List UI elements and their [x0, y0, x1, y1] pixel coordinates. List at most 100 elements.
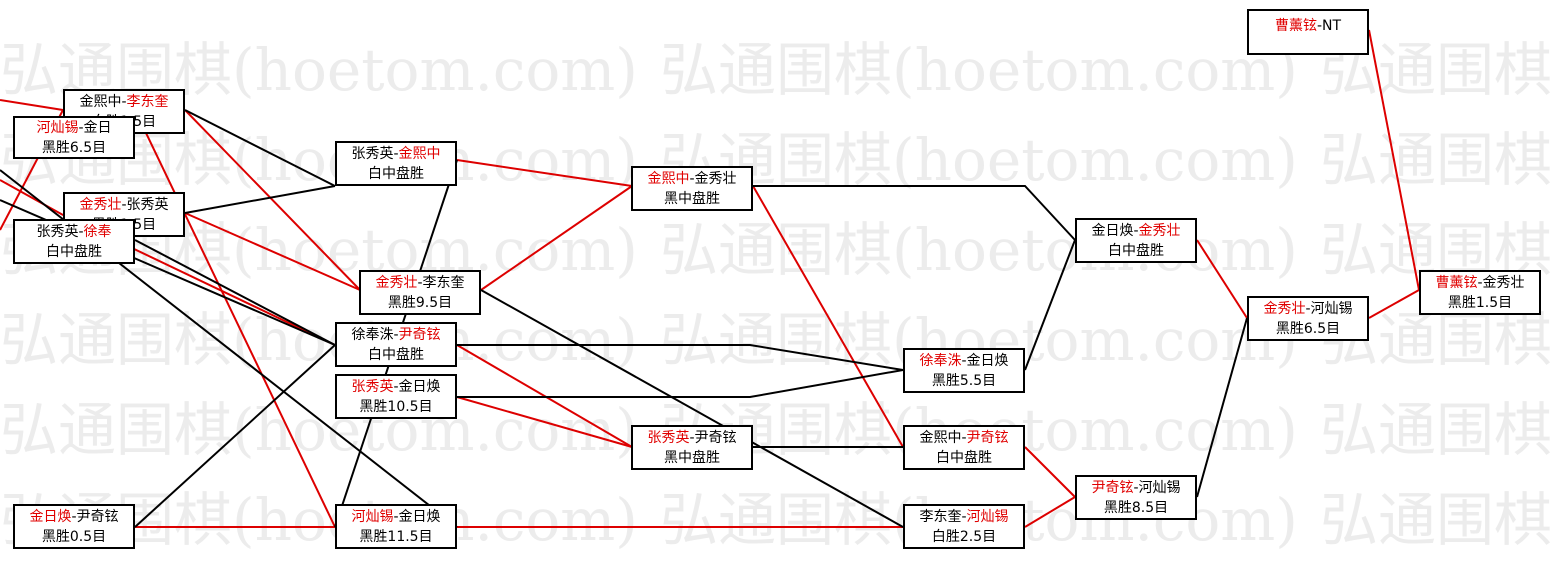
- connector-line: [456, 396, 633, 448]
- player-a: 金秀壮: [79, 196, 122, 213]
- player-separator: -: [961, 508, 967, 525]
- match-result: 黑胜5.5目: [931, 372, 997, 389]
- player-separator: -: [1316, 18, 1323, 34]
- match-result: 白中盘胜: [368, 165, 424, 182]
- match-box: 尹奇铉-河灿锡 黑胜8.5目: [1075, 475, 1197, 520]
- player-a: 金秀壮: [375, 274, 418, 291]
- player-b: 尹奇铉: [76, 508, 119, 525]
- player-b: 金秀壮: [694, 170, 737, 187]
- player-b: 金日焕: [398, 378, 441, 395]
- match-box: 河灿锡-金日 黑胜6.5目: [13, 116, 135, 159]
- player-a: 金熙中: [647, 170, 690, 187]
- connector-line: [1024, 496, 1076, 528]
- connector-line: [1024, 446, 1076, 498]
- connector-line: [1368, 29, 1420, 291]
- match-players: 金熙中-尹奇铉: [919, 428, 1008, 448]
- player-b: NT: [1322, 18, 1342, 34]
- player-a: 金日焕: [1091, 222, 1134, 239]
- match-players: 曹薰铉-金秀壮: [1435, 273, 1524, 293]
- player-separator: -: [78, 119, 84, 136]
- match-result: 黑胜1.5目: [1447, 294, 1513, 311]
- match-players: 徐奉洙-尹奇铉: [351, 325, 440, 345]
- player-separator: -: [393, 378, 399, 395]
- player-separator: -: [961, 352, 967, 369]
- player-b: 尹奇铉: [694, 429, 737, 446]
- match-result: 黑胜9.5目: [387, 294, 453, 311]
- player-b: 金日焕: [966, 352, 1009, 369]
- match-result: 黑胜10.5目: [359, 398, 433, 415]
- match-result: 黑胜11.5目: [359, 528, 433, 545]
- match-result: 黑中盘胜: [664, 449, 720, 466]
- player-a: 尹奇铉: [1091, 479, 1134, 496]
- match-players: 金日焕-尹奇铉: [29, 507, 118, 527]
- match-box: 张秀英-徐奉 白中盘胜: [13, 219, 135, 264]
- player-separator: -: [689, 170, 695, 187]
- match-players: 张秀英-徐奉: [36, 222, 111, 242]
- match-result: 黑胜6.5目: [41, 139, 107, 156]
- player-b: 金日: [83, 119, 112, 136]
- match-result: 黑胜6.5目: [1275, 320, 1341, 337]
- match-players: 张秀英-金熙中: [351, 144, 440, 164]
- player-a: 金秀壮: [1263, 300, 1306, 317]
- match-result: 白中盘胜: [368, 346, 424, 363]
- match-box: 金日焕-尹奇铉 黑胜0.5目: [13, 504, 135, 549]
- player-b: 金秀壮: [1482, 274, 1525, 291]
- player-a: 曹薰铉: [1435, 274, 1478, 291]
- connector-line: [0, 99, 64, 111]
- match-players: 金日焕-金秀壮: [1091, 221, 1180, 241]
- connector-line: [1368, 289, 1420, 319]
- match-players: 金熙中-李东奎: [79, 92, 168, 112]
- connector-line: [184, 185, 336, 214]
- player-separator: -: [1305, 300, 1311, 317]
- match-result: 黑胜0.5目: [41, 528, 107, 545]
- connector-line: [456, 159, 633, 187]
- player-separator: -: [689, 429, 695, 446]
- player-separator: -: [1133, 222, 1139, 239]
- match-result: 白中盘胜: [936, 449, 992, 466]
- match-result: 黑胜8.5目: [1103, 499, 1169, 516]
- player-a: 张秀英: [36, 223, 79, 240]
- player-b: 金秀壮: [1138, 222, 1181, 239]
- connector-line: [752, 185, 904, 448]
- match-players: 李东奎-河灿锡: [919, 507, 1008, 527]
- player-separator: -: [121, 93, 127, 110]
- connector-line: [1024, 239, 1076, 371]
- connector-line: [184, 212, 361, 291]
- connector-line: [457, 369, 904, 398]
- player-separator: -: [393, 145, 399, 162]
- connector-line: [1196, 239, 1248, 319]
- player-a: 金熙中: [919, 429, 962, 446]
- player-a: 徐奉洙: [919, 352, 962, 369]
- player-separator: -: [71, 508, 77, 525]
- player-b: 张秀英: [126, 196, 169, 213]
- connector-line: [480, 289, 904, 528]
- player-a: 张秀英: [351, 145, 394, 162]
- player-b: 尹奇铉: [966, 429, 1009, 446]
- match-box: 李东奎-河灿锡 白胜2.5目: [903, 504, 1025, 549]
- player-b: 徐奉: [83, 223, 112, 240]
- match-players: 徐奉洙-金日焕: [919, 351, 1008, 371]
- player-a: 金日焕: [29, 508, 72, 525]
- match-box: 金熙中-尹奇铉 白中盘胜: [903, 425, 1025, 470]
- player-b: 李东奎: [126, 93, 169, 110]
- match-box: 金秀壮-李东奎 黑胜9.5目: [359, 270, 481, 315]
- connector-line: [134, 239, 336, 346]
- match-box: 张秀英-尹奇铉 黑中盘胜: [631, 425, 753, 470]
- match-box-champion: 曹薰铉-NT: [1247, 9, 1369, 55]
- connector-line: [753, 185, 1076, 241]
- match-players: 河灿锡-金日: [36, 118, 111, 138]
- player-separator: -: [121, 196, 127, 213]
- connector-line: [480, 185, 633, 291]
- player-a: 徐奉洙: [351, 326, 394, 343]
- match-box: 徐奉洙-尹奇铉 白中盘胜: [335, 322, 457, 367]
- player-b: 李东奎: [422, 274, 465, 291]
- player-a: 张秀英: [647, 429, 690, 446]
- match-players: 尹奇铉-河灿锡: [1091, 478, 1180, 498]
- player-separator: -: [961, 429, 967, 446]
- match-result: 黑中盘胜: [664, 190, 720, 207]
- match-box: 曹薰铉-金秀壮 黑胜1.5目: [1419, 270, 1541, 315]
- player-b: 尹奇铉: [398, 326, 441, 343]
- player-b: 河灿锡: [1138, 479, 1181, 496]
